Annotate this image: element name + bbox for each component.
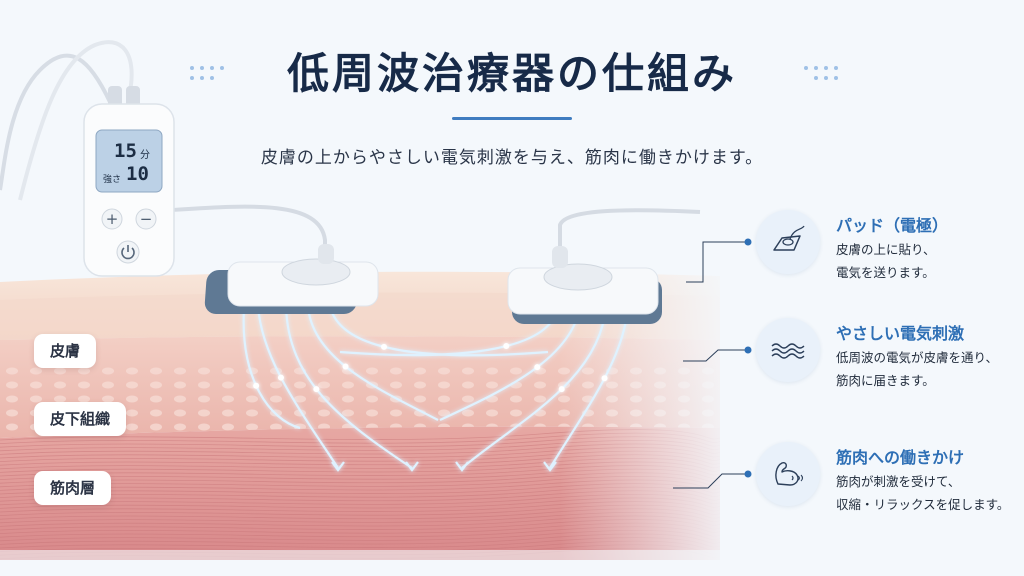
wave-icon <box>771 343 805 359</box>
info-line: 筋肉に届きます。 <box>836 373 935 388</box>
power-icon[interactable] <box>117 241 139 263</box>
info-icon-circle <box>756 318 820 382</box>
page-title: 低周波治療器の仕組み <box>286 49 737 98</box>
info-line: 低周波の電気が皮膚を通り、 <box>836 350 999 365</box>
muscle-icon <box>775 462 804 486</box>
title-dots-right <box>800 66 840 80</box>
pad-icon <box>773 225 805 251</box>
info-line: 皮膚の上に貼り、 <box>836 242 936 257</box>
info-title-stimulation: やさしい電気刺激 <box>836 324 965 343</box>
layer-label-skin: 皮膚 <box>34 334 97 368</box>
device-strength-label: 強さ <box>103 175 122 185</box>
layer-label-subcutaneous: 皮下組織 <box>34 402 127 436</box>
layer-label-muscle: 筋肉層 <box>34 471 112 505</box>
callout-lines <box>673 241 748 489</box>
pad-cable-right <box>558 208 701 250</box>
info-desc-stimulation: 低周波の電気が皮膚を通り、 筋肉に届きます。 <box>836 346 1021 392</box>
device-time: 15 <box>114 140 137 162</box>
title-underline <box>452 117 572 120</box>
info-title-pad: パッド（電極） <box>836 216 949 235</box>
info-desc-muscle: 筋肉が刺激を受けて、 収縮・リラックスを促します。 <box>836 470 1021 516</box>
info-line: 電気を送ります。 <box>836 265 935 280</box>
info-line: 筋肉が刺激を受けて、 <box>836 474 961 489</box>
current-flow-lines <box>242 305 630 472</box>
device-cable <box>0 53 112 191</box>
device-strength: 10 <box>126 163 149 185</box>
info-icon-circle <box>756 442 820 506</box>
info-desc-pad: 皮膚の上に貼り、 電気を送ります。 <box>836 238 1021 284</box>
stimulator-device <box>83 86 175 277</box>
info-line: 収縮・リラックスを促します。 <box>836 497 1010 512</box>
subtitle: 皮膚の上からやさしい電気刺激を与え、筋肉に働きかけます。 <box>260 148 764 168</box>
device-time-unit: 分 <box>140 150 150 161</box>
info-icon-circle <box>756 210 820 274</box>
electrode-pad-right <box>507 246 662 324</box>
plus-button[interactable]: + <box>105 210 119 228</box>
device-screen: 15 分 強さ 10 <box>96 130 162 192</box>
electrode-pad-left <box>204 244 379 314</box>
minus-button[interactable]: − <box>139 210 153 228</box>
pad-cable-left <box>171 204 327 258</box>
info-title-muscle: 筋肉への働きかけ <box>836 448 965 467</box>
title-dots-left <box>190 66 230 80</box>
